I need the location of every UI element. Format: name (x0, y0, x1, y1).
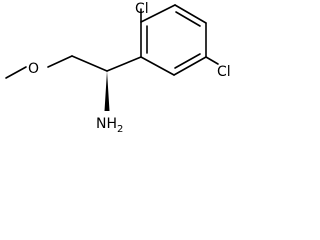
ring-bond-2-3 (140, 4, 176, 23)
bond-methyl-oxygen (5, 66, 27, 79)
atom-label-cl-top: Cl (135, 1, 149, 17)
bond-oxygen-ch2 (47, 55, 73, 68)
chemical-structure-diagram: Cl Cl O NH 2 (5, 1, 231, 135)
wedge-bond-to-amine (104, 71, 110, 111)
amine-nitrogen: N (96, 116, 106, 132)
bond-chiral-carbon-ring (106, 56, 142, 72)
ring-double-bond-inner-3 (174, 53, 201, 69)
ring-bond-6-1 (140, 56, 175, 76)
atom-label-nh2: NH (96, 116, 117, 132)
ring-bond-5-6 (173, 56, 207, 76)
bond-ch2-chiral-carbon (71, 55, 108, 72)
ring-bond-3-4 (174, 4, 207, 24)
amine-h-subscript: 2 (117, 124, 123, 135)
atom-label-oxygen: O (28, 61, 39, 77)
ring-double-bond-inner-2 (175, 11, 201, 27)
amine-hydrogen: H (106, 116, 117, 132)
atom-label-cl-right: Cl (217, 64, 231, 80)
bond-ring-to-cl-right (205, 56, 219, 65)
